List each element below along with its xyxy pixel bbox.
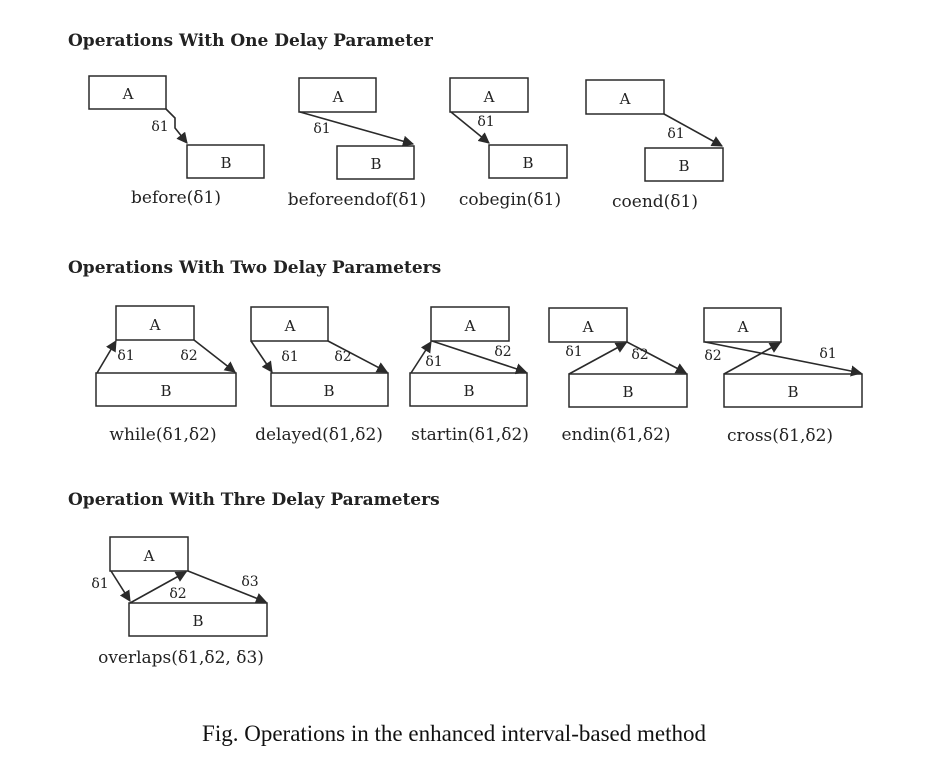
interval-b-box [723,373,863,408]
interval-a-box [250,306,329,342]
delay-2-arrow [327,340,388,373]
interval-b-label: B [192,612,203,630]
interval-b-label: B [522,154,533,172]
interval-a-box [449,77,529,113]
delta-1-label: δ1 [91,576,108,592]
delta-1-label: δ1 [313,121,330,137]
delta-1-label: δ1 [667,126,684,142]
delta-1-label: δ1 [151,119,168,135]
delay-1-arrow [568,342,627,375]
delta-1-label: δ1 [117,348,134,364]
delay-1-arrow [704,341,863,377]
delta-2-label: δ2 [169,586,186,602]
interval-a-label: A [582,318,594,336]
interval-b-box [568,373,688,408]
delta-3-label: δ3 [241,574,258,590]
interval-b-box [186,144,265,179]
interval-b-label: B [220,154,231,172]
delta-1-label: δ1 [425,354,442,370]
delay-arrow [450,111,490,144]
op-label-overlaps: overlaps(δ1,δ2, δ3) [98,648,264,668]
delta-1-label: δ1 [565,344,582,360]
diagram-beforeendof: A B δ1 beforeendof(δ1) [288,77,426,210]
delay-2-arrow [626,341,687,374]
interval-b-label: B [370,155,381,173]
interval-b-box [409,372,528,407]
op-label-delayed: delayed(δ1,δ2) [255,425,383,445]
delay-2-arrow [431,340,528,375]
delta-2-label: δ2 [704,348,721,364]
diagram-overlaps: A B δ1 δ2 δ3 overlaps(δ1,δ2, δ3) [91,536,268,668]
interval-a-label: A [464,317,476,335]
interval-b-label: B [787,383,798,401]
op-label-coend: coend(δ1) [612,192,698,212]
delta-1-label: δ1 [819,346,836,362]
delta-1-label: δ1 [477,114,494,130]
interval-a-box [585,79,665,115]
delay-2-arrow [129,571,187,604]
diagram-startin: A B δ1 δ2 startin(δ1,δ2) [409,306,529,445]
op-label-endin: endin(δ1,δ2) [561,425,670,445]
diagram-delayed: A B δ1 δ2 delayed(δ1,δ2) [250,306,389,445]
interval-a-box [115,305,195,341]
interval-b-label: B [678,157,689,175]
op-label-beforeendof: beforeendof(δ1) [288,190,426,210]
delta-2-label: δ2 [631,347,648,363]
delay-3-arrow [187,570,268,604]
delay-arrow [663,113,723,147]
interval-b-label: B [463,382,474,400]
interval-a-box [703,307,782,343]
diagram-endin: A B δ1 δ2 endin(δ1,δ2) [548,307,688,445]
interval-a-label: A [149,316,161,334]
op-label-cross: cross(δ1,δ2) [727,426,833,446]
diagram-before: A B δ1 before(δ1) [88,75,265,208]
op-label-cobegin: cobegin(δ1) [459,190,561,210]
delay-1-arrow [110,570,131,602]
interval-b-box [128,602,268,637]
interval-b-box [270,372,389,407]
interval-b-label: B [160,382,171,400]
diagram-while: A B δ1 δ2 while(δ1,δ2) [95,305,237,445]
delay-1-arrow [96,340,117,374]
delay-1-arrow [250,340,273,373]
interval-b-box [336,145,415,180]
interval-a-box [298,77,377,113]
interval-a-box [109,536,189,572]
interval-a-label: A [619,90,631,108]
op-label-before: before(δ1) [131,188,221,208]
op-label-startin: startin(δ1,δ2) [411,425,529,445]
interval-a-box [88,75,167,110]
section-title-two-delay: Operations With Two Delay Parameters [68,258,441,278]
delay-arrow [165,108,188,144]
interval-b-label: B [622,383,633,401]
delay-arrow [299,111,415,147]
interval-a-label: A [332,88,344,106]
delta-1-label: δ1 [281,349,298,365]
interval-b-box [488,144,568,179]
interval-a-box [548,307,628,343]
interval-a-label: A [122,85,134,103]
delay-2-arrow [193,339,236,373]
interval-b-box [95,372,237,407]
interval-a-label: A [737,318,749,336]
interval-b-box [644,147,724,182]
delta-2-label: δ2 [494,344,511,360]
delay-1-arrow [410,341,432,374]
interval-a-label: A [483,88,495,106]
diagram-coend: A B δ1 coend(δ1) [585,79,724,212]
delta-2-label: δ2 [334,349,351,365]
interval-a-label: A [284,317,296,335]
diagram-cross: A B δ2 δ1 cross(δ1,δ2) [703,307,863,446]
op-label-while: while(δ1,δ2) [109,425,216,445]
interval-a-box [430,306,510,342]
delay-2-arrow [723,342,781,375]
interval-b-label: B [323,382,334,400]
section-title-one-delay: Operations With One Delay Parameter [68,31,434,51]
delta-2-label: δ2 [180,348,197,364]
interval-a-label: A [143,547,155,565]
figure-caption: Fig. Operations in the enhanced interval… [202,721,706,746]
section-title-three-delay: Operation With Thre Delay Parameters [68,490,440,510]
diagram-cobegin: A B δ1 cobegin(δ1) [449,77,568,210]
